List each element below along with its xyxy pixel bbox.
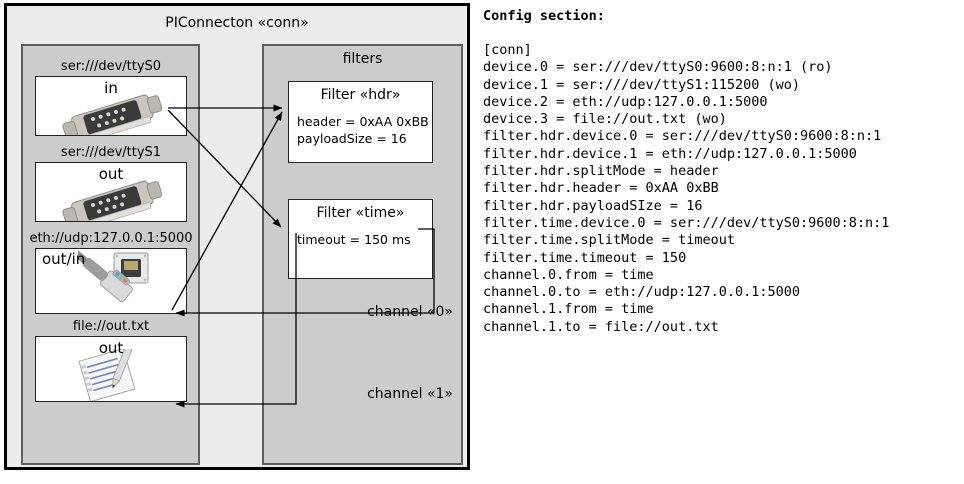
device-box-ttyS1[interactable]: out	[35, 162, 187, 222]
filter-box-time[interactable]: Filter «time» timeout = 150 ms	[288, 199, 433, 279]
ethernet-plug-icon	[78, 251, 149, 303]
filters-panel-title: filters	[342, 51, 383, 67]
device-box-ttyS0[interactable]: in	[35, 76, 187, 136]
device-io-ttyS0: in	[104, 79, 118, 97]
connection-title: PIConnecton «conn»	[165, 15, 309, 31]
device-box-eth[interactable]: out/in	[35, 248, 187, 314]
filter-prop: payloadSize = 16	[297, 131, 407, 146]
channel-1-label: channel «1»	[367, 386, 453, 402]
serial-db9-icon	[62, 180, 163, 221]
filters-panel: filters Filter «hdr» header = 0xAA 0xBB …	[262, 44, 463, 465]
device-group-eth: eth://udp:127.0.0.1:5000 out/in	[27, 230, 195, 314]
serial-db9-icon	[62, 94, 163, 135]
channel-0-label: channel «0»	[367, 304, 453, 320]
device-io-file: out	[98, 339, 124, 357]
filter-title-time: Filter «time»	[316, 205, 405, 221]
device-io-eth: out/in	[42, 250, 86, 268]
connection-frame: PIConnecton «conn» ser:///dev/ttyS0 in	[4, 3, 470, 470]
config-section: Config section: [conn] device.0 = ser://…	[481, 0, 964, 484]
devices-panel: ser:///dev/ttyS0 in	[21, 44, 200, 465]
device-group-ttyS0: ser:///dev/ttyS0 in	[35, 58, 187, 136]
config-section-heading: Config section:	[483, 8, 605, 24]
device-label-ttyS0: ser:///dev/ttyS0	[60, 59, 162, 74]
config-section-body: [conn] device.0 = ser:///dev/ttyS0:9600:…	[483, 42, 890, 335]
filter-props-hdr: header = 0xAA 0xBB payloadSize = 16	[297, 113, 429, 147]
filter-prop: timeout = 150 ms	[297, 232, 411, 247]
device-label-eth: eth://udp:127.0.0.1:5000	[29, 231, 193, 246]
filter-prop: header = 0xAA 0xBB	[297, 114, 429, 129]
filter-box-hdr[interactable]: Filter «hdr» header = 0xAA 0xBB payloadS…	[288, 81, 433, 163]
device-io-ttyS1: out	[98, 165, 124, 183]
device-label-ttyS1: ser:///dev/ttyS1	[60, 145, 162, 160]
device-label-file: file://out.txt	[72, 319, 150, 334]
device-group-file: file://out.txt out	[35, 318, 187, 402]
filter-title-hdr: Filter «hdr»	[320, 87, 401, 103]
architecture-diagram: PIConnecton «conn» ser:///dev/ttyS0 in	[0, 0, 476, 484]
device-group-ttyS1: ser:///dev/ttyS1 out	[35, 144, 187, 222]
device-box-file[interactable]: out	[35, 336, 187, 402]
filter-props-time: timeout = 150 ms	[297, 231, 411, 248]
